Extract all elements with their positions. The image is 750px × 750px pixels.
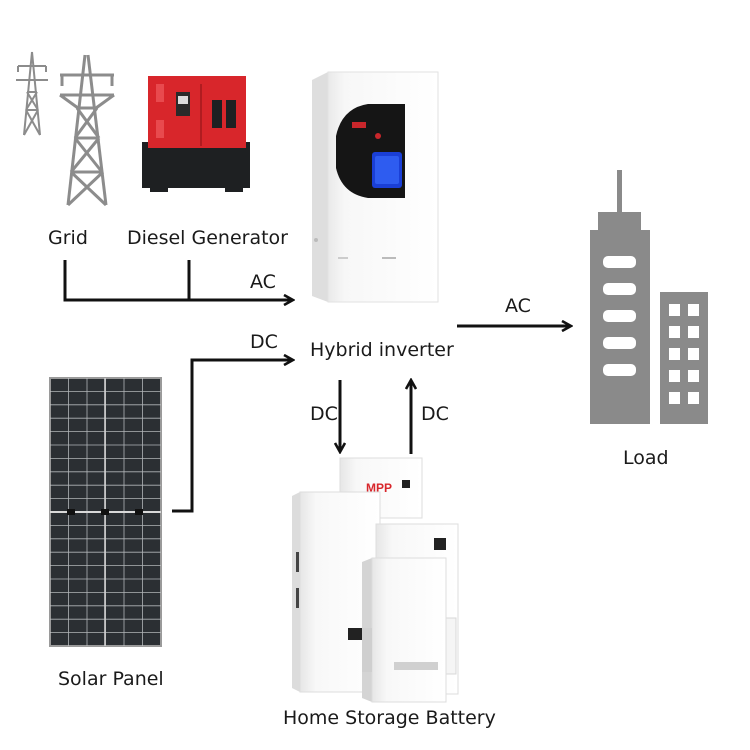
load-label: Load	[623, 447, 669, 469]
solar-flow-label: DC	[250, 331, 278, 353]
building-icon	[590, 170, 708, 424]
discharge-flow-label: DC	[421, 403, 449, 425]
hybrid-inverter-icon	[312, 71, 439, 303]
home-storage-battery-label: Home Storage Battery	[283, 707, 496, 729]
grid-flow-label: AC	[250, 271, 276, 293]
charge-flow-label: DC	[310, 403, 338, 425]
hybrid-inverter-label: Hybrid inverter	[310, 339, 454, 361]
connector-lines	[63, 260, 571, 513]
grid-to-inverter-line	[63, 260, 293, 300]
load-flow-label: AC	[505, 295, 531, 317]
diesel-generator-icon	[142, 76, 250, 192]
solar-panel-label: Solar Panel	[58, 668, 164, 690]
diesel-generator-label: Diesel Generator	[127, 227, 288, 249]
power-tower-icon	[16, 51, 115, 207]
solar-panel-icon	[49, 377, 162, 647]
solar-to-inverter-line	[172, 360, 293, 513]
battery-cabinet-icon: MPP	[292, 457, 459, 703]
grid-label: Grid	[48, 227, 88, 249]
